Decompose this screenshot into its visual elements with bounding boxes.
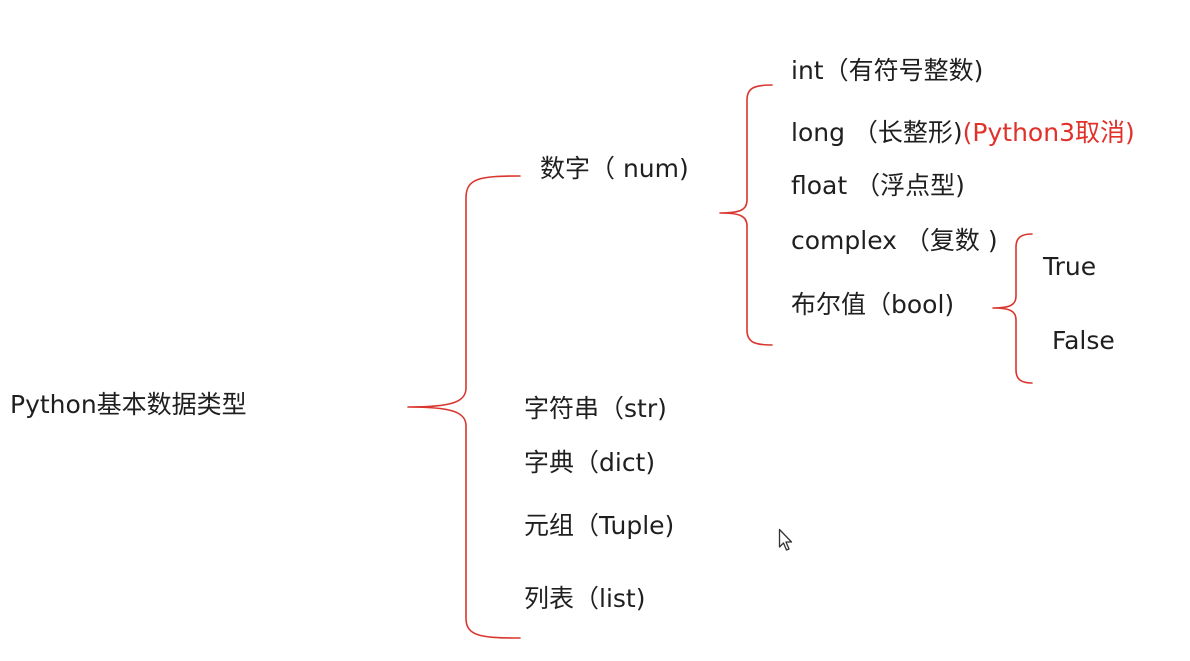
complex-label: complex （复数 ) bbox=[791, 226, 998, 255]
list-label: 列表（list) bbox=[524, 584, 646, 613]
str-label: 字符串（str) bbox=[524, 394, 667, 423]
mouse-pointer-icon bbox=[778, 528, 793, 551]
dict-label: 字典（dict) bbox=[524, 448, 656, 477]
root-label: Python基本数据类型 bbox=[10, 390, 247, 419]
bool-label: 布尔值（bool) bbox=[791, 290, 955, 319]
false-label: False bbox=[1052, 326, 1115, 355]
long-row: long （长整形)(Python3取消) bbox=[791, 118, 1135, 148]
bool-bracket bbox=[992, 233, 1033, 384]
float-label: float （浮点型) bbox=[791, 171, 965, 200]
long-label: long （长整形) bbox=[791, 118, 963, 147]
long-note: (Python3取消) bbox=[962, 118, 1135, 147]
int-label: int（有符号整数) bbox=[791, 56, 984, 85]
num-label: 数字（ num) bbox=[540, 154, 689, 183]
num-bracket bbox=[719, 84, 773, 346]
true-label: True bbox=[1043, 252, 1097, 281]
root-bracket bbox=[407, 175, 521, 639]
tuple-label: 元组（Tuple) bbox=[524, 511, 675, 540]
